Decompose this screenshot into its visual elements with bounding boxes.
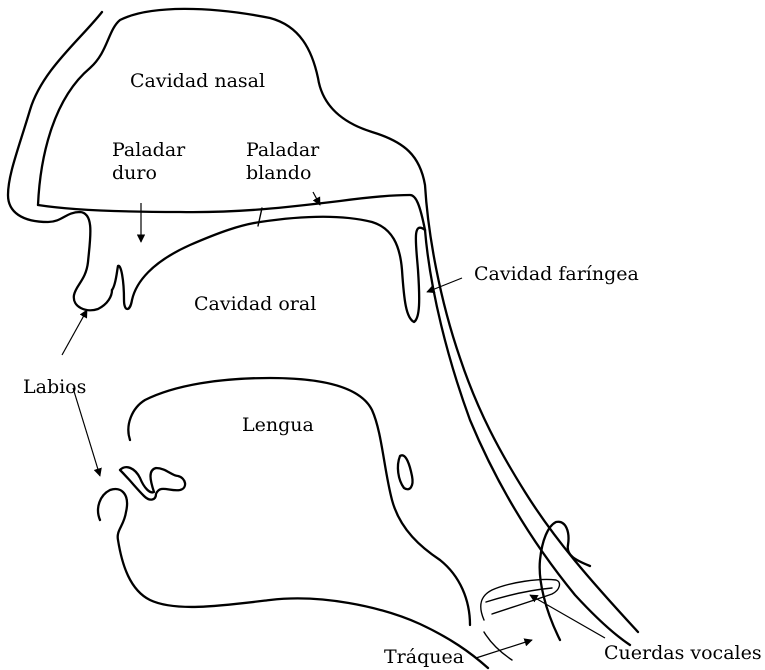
pharynx-back-wall xyxy=(425,230,630,645)
vocal-cords-arrow xyxy=(530,595,605,638)
trachea-label: Tráquea xyxy=(384,646,464,669)
soft-palate-label: Paladar blando xyxy=(246,139,319,185)
palate-junction xyxy=(258,208,262,226)
oral-cavity-label: Cavidad oral xyxy=(194,293,316,316)
lower-face-profile xyxy=(98,489,488,668)
epiglottis xyxy=(398,455,413,489)
palate-line xyxy=(38,195,425,230)
lower-teeth xyxy=(120,467,185,499)
tongue-label: Lengua xyxy=(242,414,314,437)
upper-lip-arrow xyxy=(62,310,87,355)
lips-label: Labios xyxy=(23,376,86,399)
trachea-arrow xyxy=(476,640,532,658)
vocal-cords-label: Cuerdas vocales xyxy=(604,642,762,665)
face-profile-upper xyxy=(8,12,112,310)
larynx-inner-line xyxy=(484,632,512,660)
lower-lip-arrow xyxy=(73,388,100,476)
pharyngeal-cavity-label: Cavidad faríngea xyxy=(474,263,639,286)
nasal-cavity-wall xyxy=(38,9,638,632)
nasal-cavity-label: Cavidad nasal xyxy=(130,70,265,93)
hard-palate-label: Paladar duro xyxy=(112,139,185,185)
